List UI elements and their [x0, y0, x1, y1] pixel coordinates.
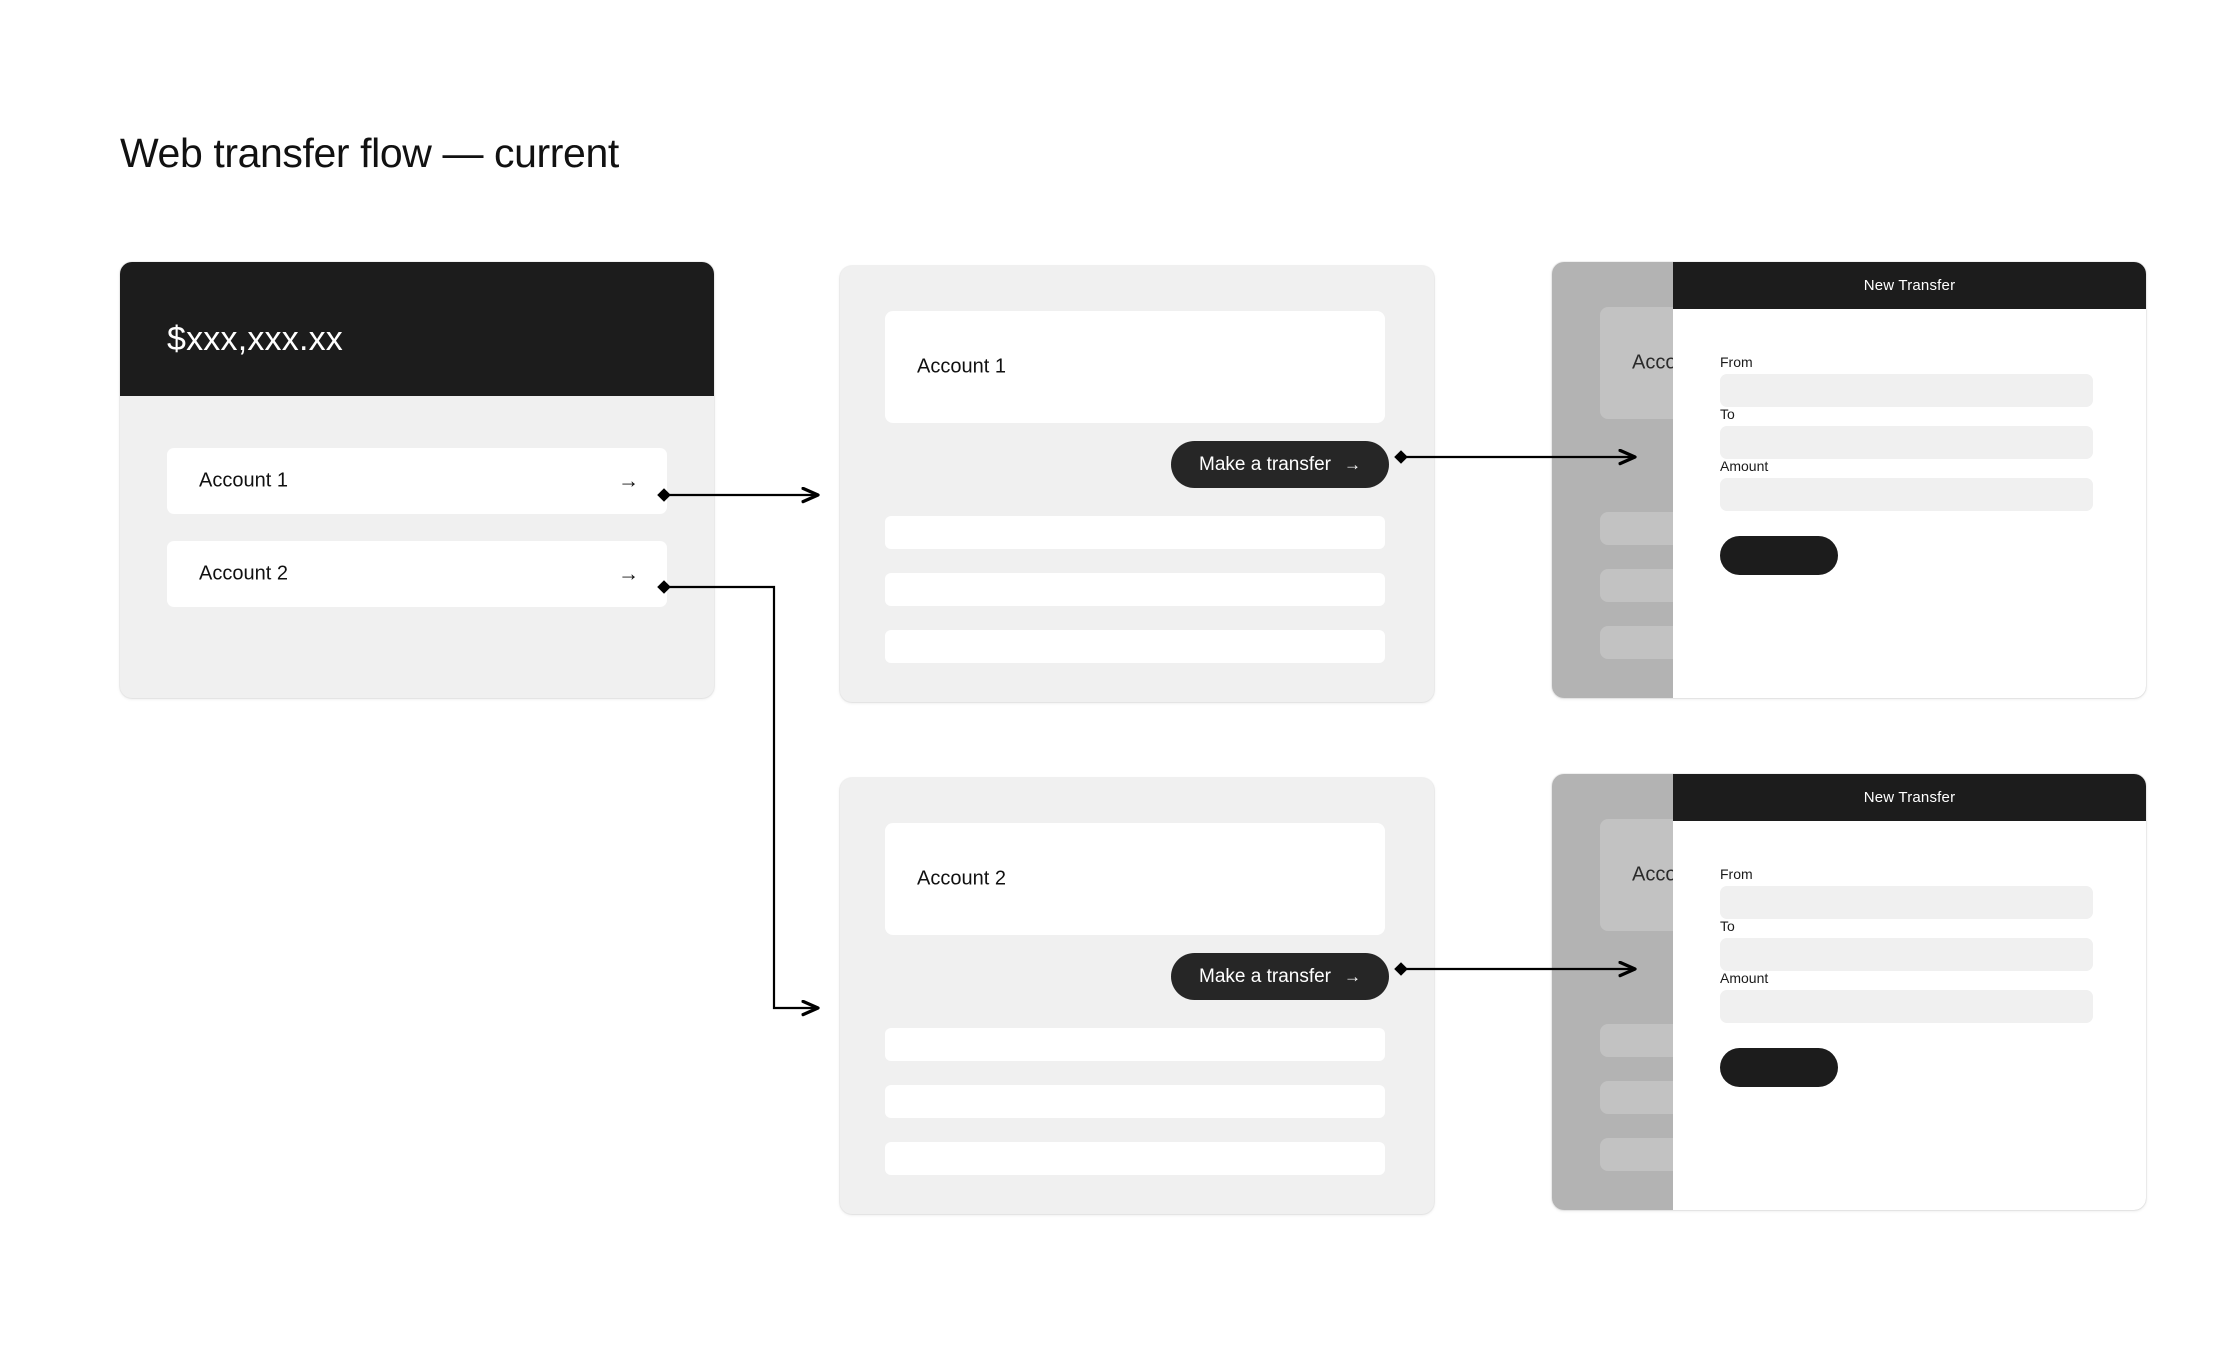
- modal-title: New Transfer: [1863, 789, 1956, 806]
- amount-field-label: Amount: [1720, 458, 1769, 474]
- account-row-2[interactable]: Account 2 →: [167, 541, 667, 607]
- transaction-placeholder-row: [885, 573, 1385, 606]
- submit-transfer-button[interactable]: [1720, 536, 1838, 575]
- account-row-1[interactable]: Account 1 →: [167, 448, 667, 514]
- arrow-right-icon: →: [618, 562, 639, 586]
- amount-field-input[interactable]: [1720, 478, 2093, 511]
- from-field-input[interactable]: [1720, 374, 2093, 407]
- account-row-2-label: Account 2: [199, 562, 288, 585]
- new-transfer-panel: New Transfer From To Amount: [1673, 774, 2146, 1210]
- submit-transfer-button[interactable]: [1720, 1048, 1838, 1087]
- transaction-placeholder-row: [885, 630, 1385, 663]
- screen-account-detail-1: Account 1 Make a transfer →: [840, 266, 1434, 702]
- to-field-input[interactable]: [1720, 938, 2093, 971]
- make-a-transfer-button[interactable]: Make a transfer →: [1171, 953, 1389, 1000]
- modal-title: New Transfer: [1863, 277, 1956, 294]
- modal-header: New Transfer: [1673, 262, 2146, 309]
- from-field-label: From: [1720, 354, 1753, 370]
- balance-hero: $xxx,xxx.xx: [120, 262, 714, 396]
- screen-new-transfer-2: Acco New Transfer From To Amount: [1552, 774, 2146, 1210]
- arrow-right-icon: →: [618, 469, 639, 493]
- screen-new-transfer-1: Acco New Transfer From To Amount: [1552, 262, 2146, 698]
- to-field-label: To: [1720, 918, 1735, 934]
- dimmed-account-label: Acco: [1632, 351, 1677, 374]
- account-summary-card[interactable]: Account 1: [885, 311, 1385, 423]
- arrow-right-icon: →: [1344, 967, 1361, 986]
- to-field-label: To: [1720, 406, 1735, 422]
- screen-account-detail-2: Account 2 Make a transfer →: [840, 778, 1434, 1214]
- account-summary-label: Account 2: [917, 867, 1006, 890]
- new-transfer-panel: New Transfer From To Amount: [1673, 262, 2146, 698]
- account-summary-card[interactable]: Account 2: [885, 823, 1385, 935]
- screen-accounts-overview: $xxx,xxx.xx Account 1 → Account 2 →: [120, 262, 714, 698]
- account-summary-label: Account 1: [917, 355, 1006, 378]
- transaction-placeholder-row: [885, 516, 1385, 549]
- page-title: Web transfer flow — current: [120, 130, 619, 176]
- make-a-transfer-label: Make a transfer: [1199, 965, 1331, 987]
- arrow-right-icon: →: [1344, 455, 1361, 474]
- amount-field-input[interactable]: [1720, 990, 2093, 1023]
- transaction-placeholder-row: [885, 1085, 1385, 1118]
- balance-amount: $xxx,xxx.xx: [167, 320, 344, 358]
- transaction-placeholder-row: [885, 1142, 1385, 1175]
- make-a-transfer-button[interactable]: Make a transfer →: [1171, 441, 1389, 488]
- make-a-transfer-label: Make a transfer: [1199, 453, 1331, 475]
- modal-header: New Transfer: [1673, 774, 2146, 821]
- amount-field-label: Amount: [1720, 970, 1769, 986]
- to-field-input[interactable]: [1720, 426, 2093, 459]
- from-field-label: From: [1720, 866, 1753, 882]
- from-field-input[interactable]: [1720, 886, 2093, 919]
- account-row-1-label: Account 1: [199, 469, 288, 492]
- transaction-placeholder-row: [885, 1028, 1385, 1061]
- dimmed-account-label: Acco: [1632, 863, 1677, 886]
